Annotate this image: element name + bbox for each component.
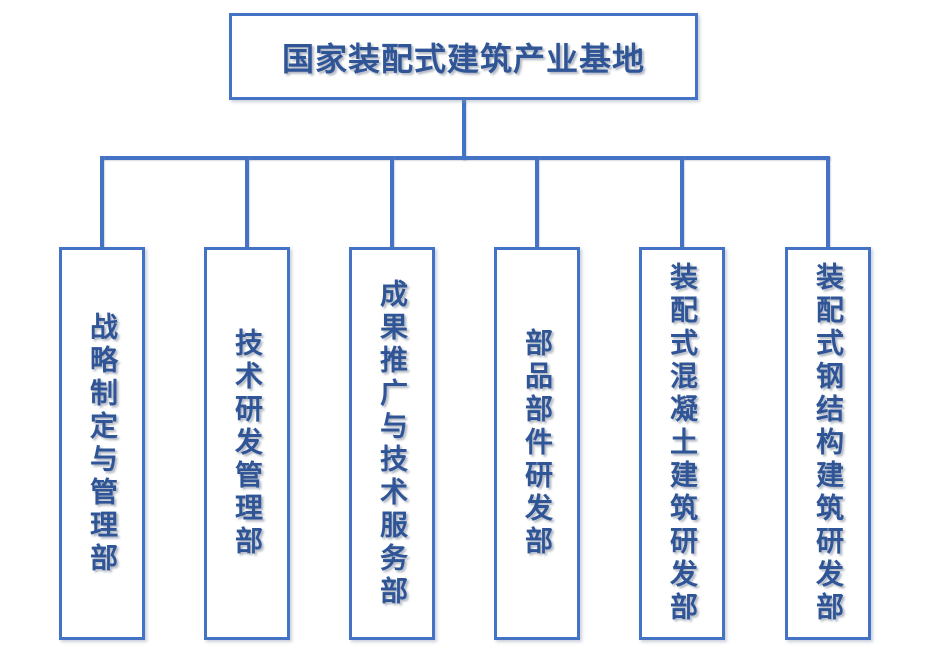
org-node-root: 国家装配式建筑产业基地 xyxy=(229,13,698,100)
org-node-label: 成果推广与技术服务部 xyxy=(377,278,408,609)
org-node-label: 部品部件研发部 xyxy=(522,328,553,559)
connector-drop-5 xyxy=(680,156,684,249)
org-node-tech-rnd-management: 技术研发管理部 xyxy=(204,247,290,640)
org-node-promotion-tech-service: 成果推广与技术服务部 xyxy=(349,247,435,640)
org-node-root-label: 国家装配式建筑产业基地 xyxy=(281,40,645,77)
connector-drop-1 xyxy=(100,156,104,249)
org-node-label: 装配式钢结构建筑研发部 xyxy=(813,262,844,625)
org-node-parts-components-rnd: 部品部件研发部 xyxy=(494,247,580,640)
org-node-precast-concrete-rnd: 装配式混凝土建筑研发部 xyxy=(639,247,725,640)
connector-horizontal-bar xyxy=(100,156,830,160)
connector-drop-3 xyxy=(390,156,394,249)
connector-drop-6 xyxy=(826,156,830,249)
org-node-label: 技术研发管理部 xyxy=(232,328,263,559)
org-node-label: 装配式混凝土建筑研发部 xyxy=(667,262,698,625)
connector-drop-2 xyxy=(245,156,249,249)
org-node-label: 战略制定与管理部 xyxy=(87,311,118,576)
connector-root-stub xyxy=(462,99,466,160)
org-node-strategy-management: 战略制定与管理部 xyxy=(59,247,145,640)
org-node-steel-structure-rnd: 装配式钢结构建筑研发部 xyxy=(785,247,871,640)
connector-drop-4 xyxy=(535,156,539,249)
